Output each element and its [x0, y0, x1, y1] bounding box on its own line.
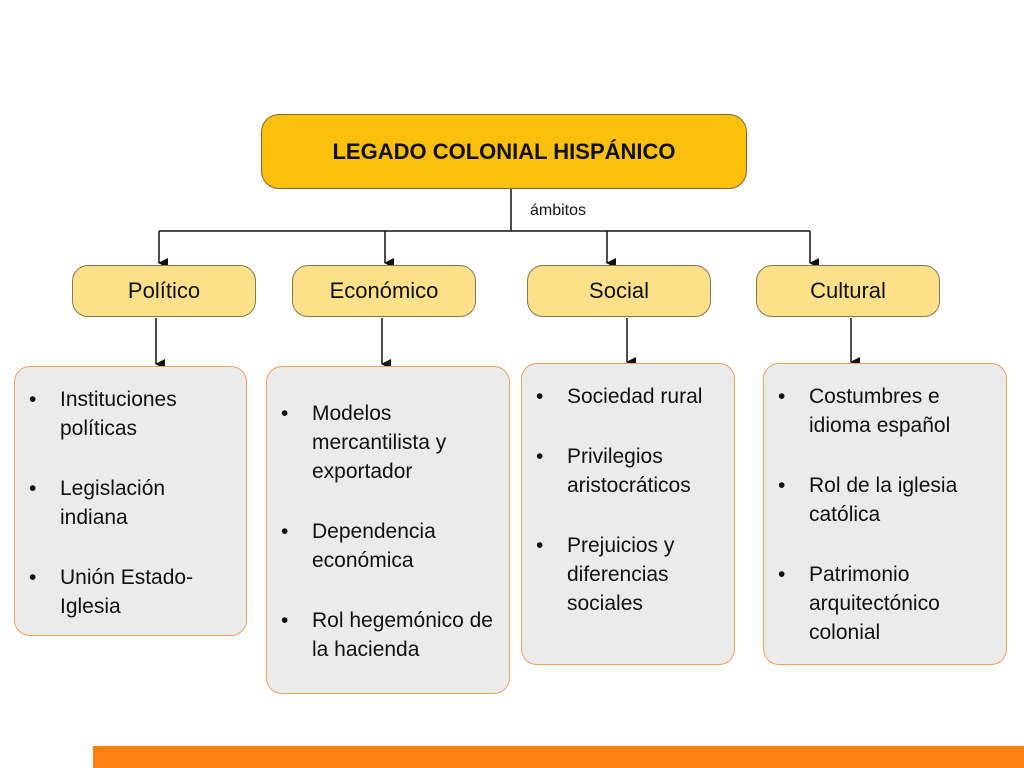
detail-list: •Sociedad rural •Privilegios aristocráti… — [536, 382, 726, 618]
detail-list: •Modelos mercantilista y exportador •Dep… — [281, 399, 501, 664]
detail-list: •Instituciones políticas •Legislación in… — [29, 385, 238, 621]
list-item: •Unión Estado-Iglesia — [29, 566, 194, 618]
detail-box-politico: •Instituciones políticas •Legislación in… — [14, 366, 247, 636]
list-item: •Patrimonio arquitectónico colonial — [778, 563, 940, 644]
bottom-accent-bar — [93, 746, 1024, 768]
list-item: •Sociedad rural — [536, 385, 703, 408]
category-label: Cultural — [810, 278, 886, 303]
detail-box-economico: •Modelos mercantilista y exportador •Dep… — [266, 366, 510, 694]
category-node-social: Social — [527, 265, 711, 317]
list-item: •Instituciones políticas — [29, 388, 177, 440]
category-label: Político — [127, 278, 201, 303]
list-item: •Privilegios aristocráticos — [536, 445, 691, 497]
category-label: Económico — [329, 278, 439, 303]
list-item: •Rol hegemónico de la hacienda — [281, 609, 493, 661]
list-item: •Modelos mercantilista y exportador — [281, 402, 447, 483]
list-item: •Legislación indiana — [29, 477, 166, 529]
category-node-cultural: Cultural — [756, 265, 940, 317]
category-label: Social — [589, 278, 649, 303]
root-node-label: LEGADO COLONIAL HISPÁNICO — [332, 138, 676, 164]
list-item: •Costumbres e idioma español — [778, 385, 951, 437]
category-node-economico: Económico — [292, 265, 476, 317]
root-node: LEGADO COLONIAL HISPÁNICO — [261, 114, 747, 189]
detail-box-social: •Sociedad rural •Privilegios aristocráti… — [521, 363, 735, 665]
edge-label-ambitos: ámbitos — [530, 202, 587, 219]
list-item: •Dependencia económica — [281, 520, 436, 572]
list-item: •Rol de la iglesia católica — [778, 474, 958, 526]
category-node-politico: Político — [72, 265, 256, 317]
detail-list: •Costumbres e idioma español •Rol de la … — [778, 382, 998, 647]
detail-box-cultural: •Costumbres e idioma español •Rol de la … — [763, 363, 1007, 665]
list-item: •Prejuicios y diferencias sociales — [536, 534, 675, 615]
